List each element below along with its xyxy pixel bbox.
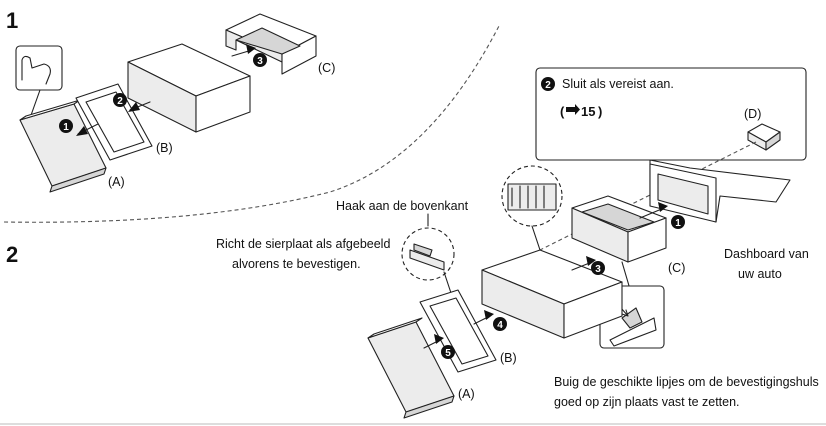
step-2-number: 2 xyxy=(6,242,18,267)
trim-plate-b-step1 xyxy=(75,83,153,161)
step-1-number: 1 xyxy=(6,8,18,33)
step2-badge-4: 4 xyxy=(493,317,507,331)
step1-arrow-1 xyxy=(76,123,99,136)
dashboard-caption-line1: Dashboard van xyxy=(724,247,809,261)
part-c-label-step2: (C) xyxy=(668,261,685,275)
step2-badge-1: 1 xyxy=(671,215,685,229)
hook-top-inset xyxy=(401,213,455,297)
svg-text:5: 5 xyxy=(445,348,451,359)
step1-arrow-3 xyxy=(231,44,256,57)
svg-text:4: 4 xyxy=(497,320,503,331)
dashboard-caption-line2: uw auto xyxy=(738,267,782,281)
part-a-label-step2: (A) xyxy=(458,387,475,401)
step2-badge-5: 5 xyxy=(441,345,455,359)
callout-ref-close: ) xyxy=(598,104,602,119)
finger-press-icon xyxy=(21,55,51,85)
svg-text:1: 1 xyxy=(675,218,681,229)
svg-text:3: 3 xyxy=(257,56,263,67)
step1-badge-2: 2 xyxy=(113,93,127,107)
step2-arrow-4 xyxy=(473,310,494,325)
faceplate-a-step1 xyxy=(19,99,107,193)
step1-badge-3: 3 xyxy=(253,53,267,67)
mounting-sleeve-c-step2 xyxy=(571,195,667,263)
part-d-label: (D) xyxy=(744,107,761,121)
svg-text:1: 1 xyxy=(63,122,69,133)
svg-text:2: 2 xyxy=(545,80,551,91)
trim-caption-line2: alvorens te bevestigen. xyxy=(232,257,361,271)
step-separator-line xyxy=(3,23,501,223)
step2-badge-2: 2 xyxy=(541,77,555,91)
callout-connect-text: Sluit als vereist aan. xyxy=(562,77,674,91)
part-c-label-step1: (C) xyxy=(318,61,335,75)
part-b-label-step1: (B) xyxy=(156,141,173,155)
callout-ref-page: 15 xyxy=(581,104,595,119)
part-a-label-step1: (A) xyxy=(108,175,125,189)
svg-text:3: 3 xyxy=(595,264,601,275)
mounting-sleeve-c-step1 xyxy=(225,13,317,75)
main-unit-step1 xyxy=(127,43,251,133)
step2-badge-3: 3 xyxy=(591,261,605,275)
trim-caption-line1: Richt de sierplaat als afgebeeld xyxy=(216,237,390,251)
car-dashboard xyxy=(649,159,791,223)
connect-callout-box xyxy=(535,67,807,161)
callout-ref-open: ( xyxy=(560,104,565,119)
step2-arrow-5 xyxy=(423,334,444,349)
step2-arrow-1 xyxy=(639,202,668,219)
bend-caption-line1: Buig de geschikte lipjes om de bevestigi… xyxy=(554,375,819,389)
svg-text:2: 2 xyxy=(117,96,123,107)
bend-caption-line2: goed op zijn plaats vast te zetten. xyxy=(554,395,740,409)
hook-top-caption: Haak aan de bovenkant xyxy=(336,199,469,213)
step1-arrow-2 xyxy=(128,101,151,112)
finger-press-inset xyxy=(15,45,63,119)
step1-badge-1: 1 xyxy=(59,119,73,133)
trim-plate-b-step2 xyxy=(419,289,497,373)
clip-zoom-inset xyxy=(501,165,563,251)
faceplate-a-step2 xyxy=(367,317,455,419)
connector-dashed-line xyxy=(539,141,757,251)
connector-d xyxy=(747,123,781,151)
page-reference-arrow-icon xyxy=(566,104,580,115)
main-unit-step2 xyxy=(481,249,623,339)
step2-arrow-3 xyxy=(571,256,596,271)
part-b-label-step2: (B) xyxy=(500,351,517,365)
